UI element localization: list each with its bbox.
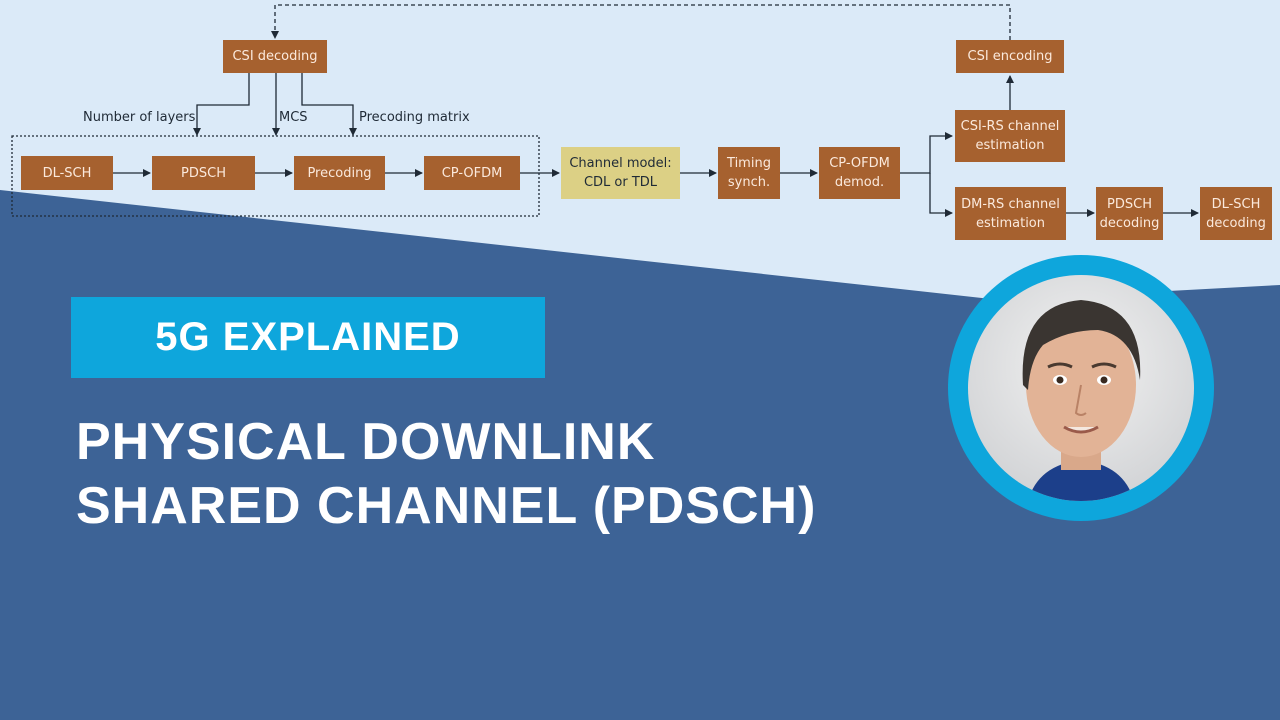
- presenter-portrait-icon: [1022, 300, 1141, 501]
- block-label: CSI-RS channel: [960, 119, 1060, 134]
- cp-ofdm-block: CP-OFDM: [424, 156, 520, 190]
- arrow-demod-dmrs: [929, 173, 953, 217]
- arrow-precoding-matrix: [301, 73, 357, 136]
- block-label: Precoding: [307, 165, 372, 181]
- block-label: decoding: [1206, 215, 1266, 231]
- block-label: estimation: [975, 138, 1045, 153]
- csi-rs-estimation-block: CSI-RS channel estimation: [955, 110, 1065, 162]
- block-label: DL-SCH: [1211, 196, 1261, 212]
- arrow-number-of-layers: [193, 73, 250, 136]
- dl-sch-decoding-block: DL-SCH decoding: [1200, 187, 1272, 240]
- badge-text: 5G EXPLAINED: [155, 315, 461, 359]
- block-label: demod.: [834, 175, 885, 190]
- csi-encoding-block: CSI encoding: [956, 40, 1064, 73]
- title-line-2: SHARED CHANNEL (PDSCH): [76, 477, 817, 535]
- block-label: CSI encoding: [967, 49, 1053, 64]
- dm-rs-estimation-block: DM-RS channel estimation: [955, 187, 1066, 240]
- block-label: DM-RS channel: [961, 196, 1060, 212]
- block-label: CP-OFDM: [829, 156, 890, 171]
- channel-model-block: Channel model: CDL or TDL: [561, 147, 680, 199]
- block-label: decoding: [1099, 215, 1160, 231]
- block-label: CSI decoding: [232, 49, 318, 64]
- pdsch-decoding-block: PDSCH decoding: [1096, 187, 1163, 240]
- precoding-block: Precoding: [294, 156, 385, 190]
- series-badge: 5G EXPLAINED: [71, 297, 545, 378]
- label-precoding-matrix: Precoding matrix: [359, 110, 470, 125]
- block-label: PDSCH: [181, 165, 226, 181]
- cp-ofdm-demod-block: CP-OFDM demod.: [819, 147, 900, 199]
- label-mcs: MCS: [279, 110, 308, 125]
- transmitter-dotted-box: [11, 135, 540, 217]
- block-label: estimation: [975, 215, 1045, 231]
- block-label: DL-SCH: [42, 165, 92, 181]
- pdsch-block: PDSCH: [152, 156, 255, 190]
- csi-decoding-block: CSI decoding: [223, 40, 327, 73]
- label-number-of-layers: Number of layers: [83, 110, 196, 125]
- title-line-1: PHYSICAL DOWNLINK: [76, 413, 656, 471]
- block-label: synch.: [727, 175, 771, 190]
- block-label: Channel model:: [569, 156, 672, 171]
- video-title: PHYSICAL DOWNLINK SHARED CHANNEL (PDSCH): [76, 410, 816, 538]
- block-label: CP-OFDM: [441, 165, 503, 181]
- timing-synch-block: Timing synch.: [718, 147, 780, 199]
- feedback-dashed-line: [271, 4, 1011, 40]
- block-label: PDSCH: [1107, 196, 1152, 212]
- dl-sch-block: DL-SCH: [21, 156, 113, 190]
- arrow-demod-csirs: [900, 132, 953, 174]
- block-label: Timing: [727, 156, 771, 171]
- block-label: CDL or TDL: [583, 175, 658, 190]
- presenter-avatar: [968, 275, 1194, 501]
